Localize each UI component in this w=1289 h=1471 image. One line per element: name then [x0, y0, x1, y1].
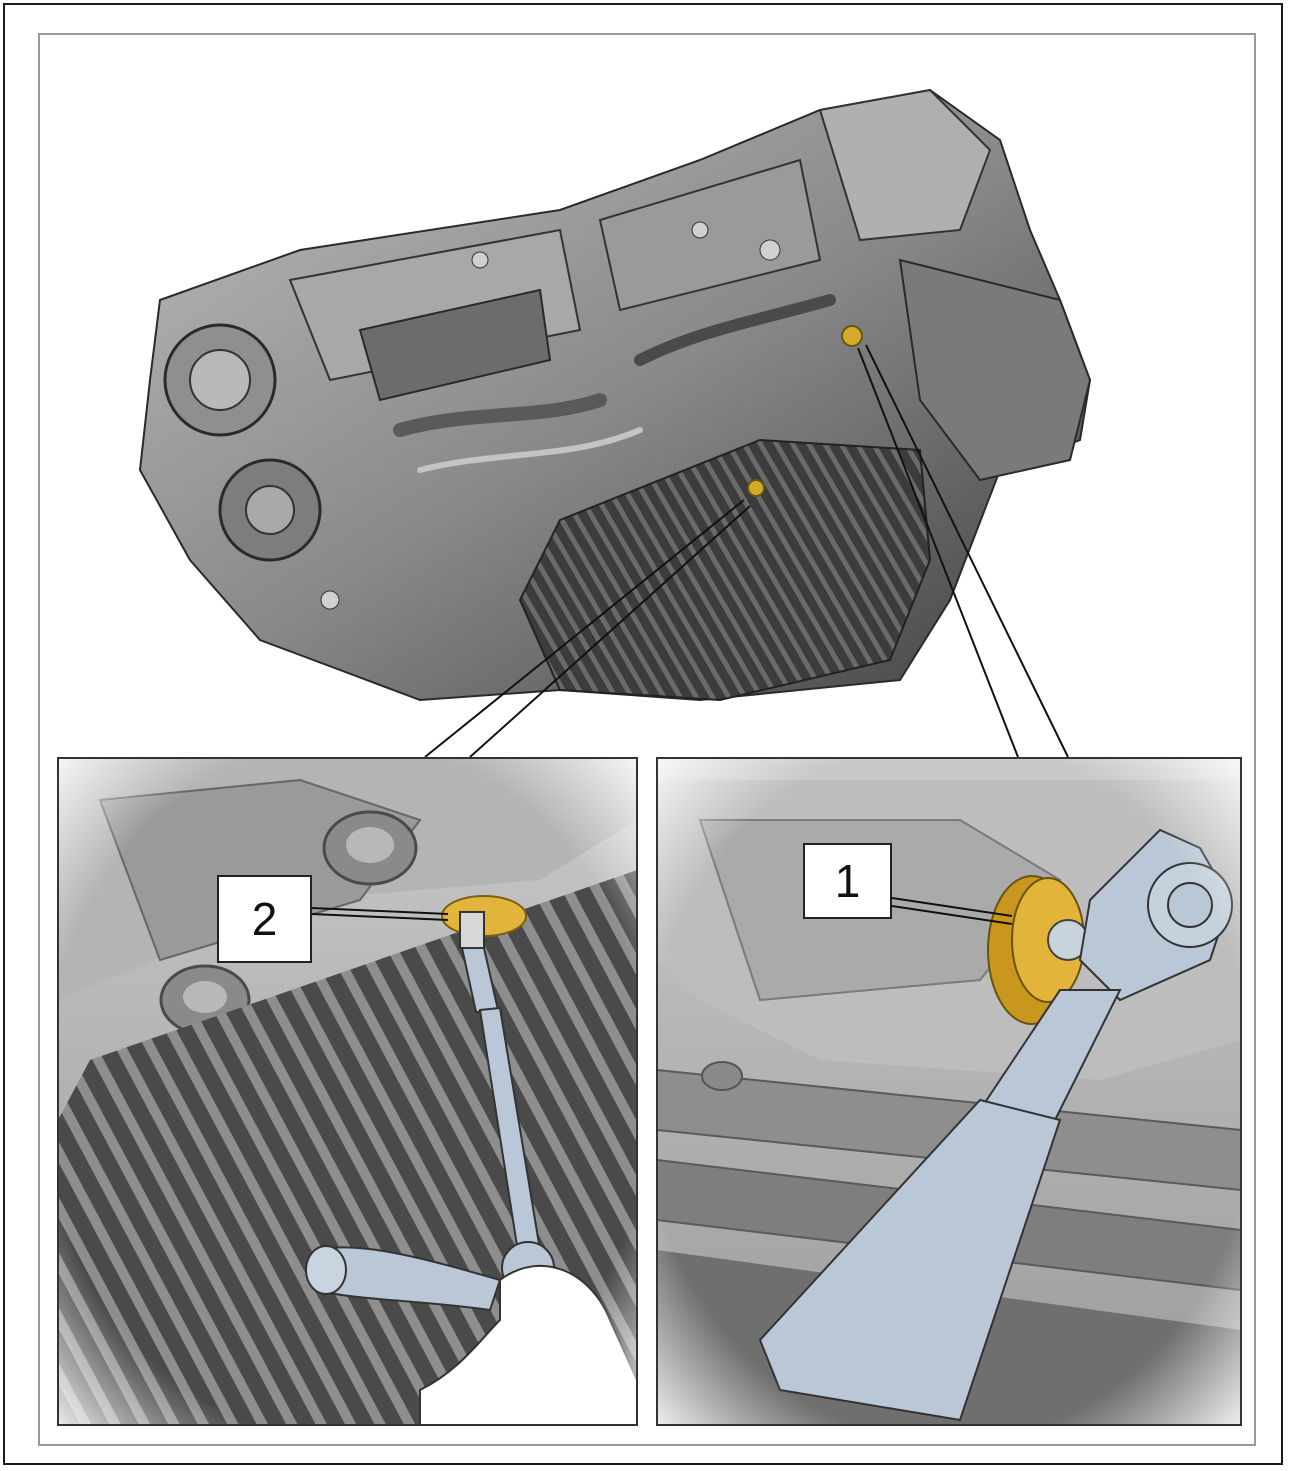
- detail-panel-right: [656, 757, 1242, 1426]
- detail-panel-left: [57, 757, 638, 1426]
- callout-1: 1: [803, 843, 892, 919]
- transmission-overview: [138, 88, 1092, 702]
- plug-2-marker: [747, 479, 765, 497]
- plug-1-marker: [841, 325, 863, 347]
- leader-lines: [424, 344, 1069, 758]
- callout-2: 2: [217, 875, 312, 963]
